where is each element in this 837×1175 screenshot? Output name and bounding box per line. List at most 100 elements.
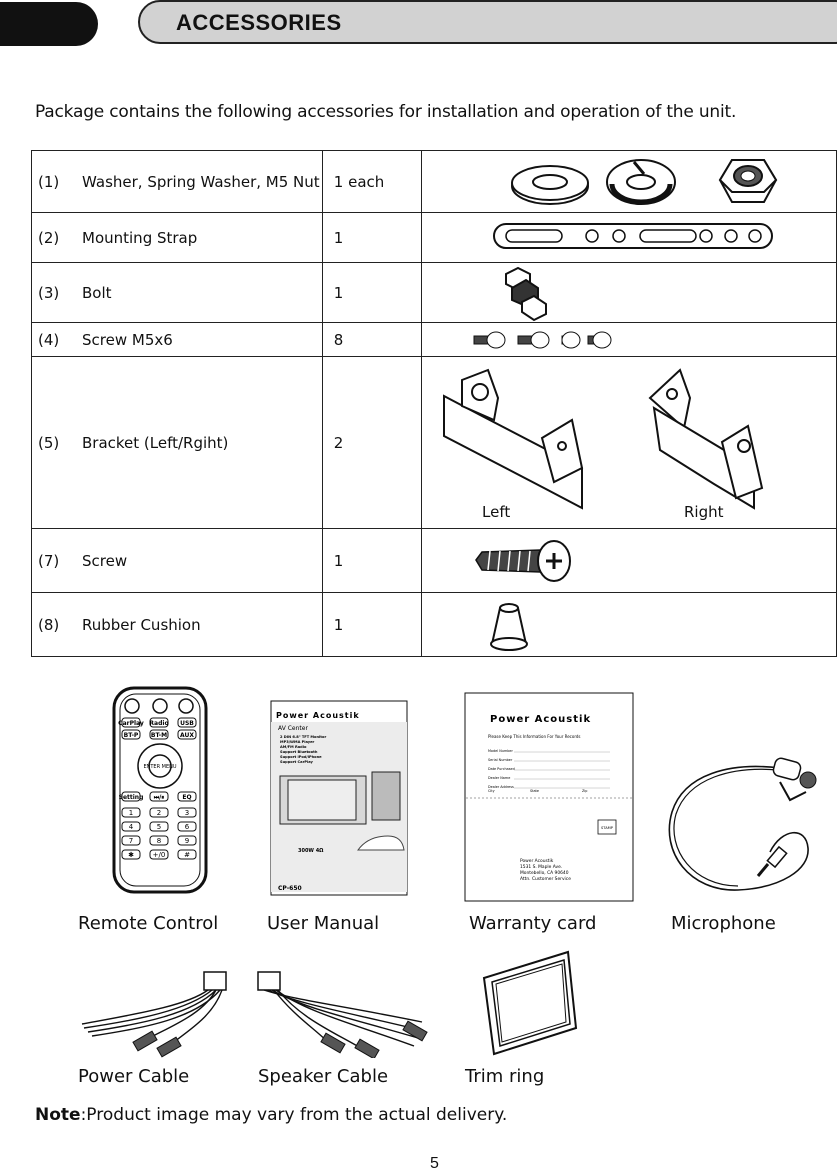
remote-enter-label: ENTER MENU: [143, 764, 176, 770]
row-qty: 8: [321, 322, 423, 357]
row-number: (8): [38, 615, 60, 634]
manual-power: 300W 4Ω: [298, 848, 324, 854]
row-name: Rubber Cushion: [82, 615, 201, 634]
warranty-address: Attn. Customer Service: [520, 876, 571, 882]
note: Note:Product image may vary from the act…: [35, 1105, 507, 1125]
manual-model: CP-650: [278, 885, 302, 892]
mounting-strap-icon: [493, 222, 773, 249]
row-number: (1): [38, 172, 60, 191]
warranty-field: Date Purchased: [488, 767, 515, 771]
bolt-icon: [505, 266, 547, 321]
header-bar: [138, 0, 837, 44]
warranty-card-image: Power Acoustik Please Keep This Informat…: [464, 692, 634, 902]
warranty-address: 1531 S. Maple Ave.: [520, 864, 562, 870]
warranty-stamp: STAMP: [601, 826, 614, 830]
note-text: :Product image may vary from the actual …: [80, 1105, 508, 1125]
rubber-cushion-icon: [490, 602, 528, 651]
remote-key-label: BT-M: [151, 732, 167, 739]
remote-key-label: EQ: [182, 794, 191, 801]
warranty-address: Power Acoustik: [520, 858, 554, 864]
row-qty: 1: [321, 528, 423, 593]
remote-key-label: 8: [157, 837, 161, 845]
accessories-table: (1)Washer, Spring Washer, M5 Nut 1 each …: [31, 150, 837, 657]
manual-subtitle: AV Center: [278, 725, 308, 732]
caption-power-cable: Power Cable: [78, 1066, 190, 1087]
remote-key-label: 4: [129, 823, 134, 831]
remote-key-label: CarPlay: [118, 720, 144, 727]
screw-set-icon: [473, 331, 612, 348]
row-name: Bolt: [82, 283, 112, 302]
row-number: (7): [38, 551, 60, 570]
remote-key-label: USB: [180, 720, 194, 727]
table-row: (7) Screw 1: [31, 528, 837, 593]
remote-key-label: 6: [185, 823, 190, 831]
remote-key-label: Radio: [149, 720, 168, 727]
warranty-brand: Power Acoustik: [490, 714, 591, 725]
warranty-field: Dealer Address: [488, 785, 514, 789]
remote-key-label: 3: [185, 809, 189, 817]
table-row: (3) Bolt 1: [31, 262, 837, 323]
manual-feature: AM/FM Radio: [280, 745, 307, 749]
caption-user-manual: User Manual: [267, 913, 380, 934]
remote-control-image: CarPlay Radio USB BT-P BT-M AUX ENTER ME…: [112, 686, 208, 894]
remote-key-label: AUX: [180, 732, 194, 739]
remote-key-label: 5: [157, 823, 161, 831]
caption-warranty-card: Warranty card: [469, 913, 597, 934]
page-number: 5: [430, 1155, 439, 1172]
remote-key-label: +/0: [153, 851, 166, 859]
warranty-field: Serial Number: [488, 758, 513, 762]
bracket-left-label: Left: [482, 503, 511, 521]
remote-key-label: 7: [129, 837, 133, 845]
bracket-right-label: Right: [684, 503, 724, 521]
caption-speaker-cable: Speaker Cable: [258, 1066, 389, 1087]
remote-key-label: Setting: [119, 794, 144, 801]
remote-key-label: 9: [185, 837, 189, 845]
row-number: (5): [38, 433, 60, 452]
header-black-tab: [0, 2, 98, 46]
manual-feature: 2 DIN 6.8" TFT Monitor: [280, 735, 326, 739]
page-title: ACCESSORIES: [176, 10, 342, 35]
bracket-icon: [443, 367, 764, 510]
manual-feature: MP3/WMA Player: [280, 740, 315, 744]
row-qty: 1: [321, 592, 423, 657]
speaker-cable-image: [257, 971, 428, 1058]
remote-key-label: #: [184, 851, 190, 859]
warranty-field: Dealer Name: [488, 776, 510, 780]
table-row: (8) Rubber Cushion 1: [31, 592, 837, 657]
row-qty: 1 each: [321, 150, 423, 213]
row-name: Mounting Strap: [82, 228, 198, 247]
note-label: Note: [35, 1105, 81, 1125]
washer-nut-icon: [511, 158, 778, 205]
manual-feature: Support CarPlay: [280, 760, 314, 764]
caption-trim-ring: Trim ring: [465, 1066, 545, 1087]
power-cable-image: [81, 971, 227, 1058]
warranty-field: State: [530, 789, 539, 793]
caption-microphone: Microphone: [671, 913, 776, 934]
row-name: Washer, Spring Washer, M5 Nut: [82, 172, 320, 191]
remote-key-label: ⏭/⏸: [154, 794, 165, 801]
row-qty: 1: [321, 212, 423, 263]
trim-ring-image: [482, 950, 578, 1056]
caption-remote-control: Remote Control: [78, 913, 219, 934]
warranty-field: Model Number: [488, 749, 513, 753]
remote-key-label: 1: [129, 809, 133, 817]
row-qty: 1: [321, 262, 423, 323]
row-number: (3): [38, 283, 60, 302]
warranty-field: City: [488, 789, 495, 793]
microphone-image: [668, 757, 817, 891]
intro-text: Package contains the following accessori…: [35, 102, 737, 122]
remote-key-label: BT-P: [124, 732, 139, 739]
remote-key-label: 2: [157, 809, 161, 817]
row-name: Screw: [82, 551, 128, 570]
manual-brand: Power Acoustik: [276, 711, 360, 720]
tapping-screw-icon: [475, 539, 571, 582]
row-qty: 2: [321, 356, 423, 529]
remote-key-label: ✱: [128, 851, 134, 859]
table-row: (4)Screw M5x6 8: [31, 322, 837, 357]
user-manual-image: Power Acoustik AV Center 2 DIN 6.8" TFT …: [270, 700, 408, 896]
warranty-field: Zip: [582, 789, 587, 793]
row-name: Bracket (Left/Rgiht): [82, 433, 229, 452]
warranty-heading: Please Keep This Information For Your Re…: [488, 734, 581, 739]
manual-feature: Support Bluetooth: [280, 750, 318, 754]
row-number: (4): [38, 330, 60, 349]
